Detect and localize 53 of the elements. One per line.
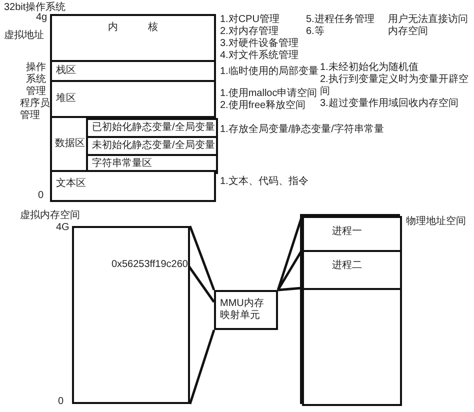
region-label: 程序员管理 xyxy=(20,98,51,122)
segment-label: 内核 xyxy=(107,22,188,34)
data-segment xyxy=(50,116,216,172)
connector-line xyxy=(188,226,216,290)
address-text: 0x56253ff19c260 xyxy=(102,258,188,272)
note-text: 用户无法直接访问内存空间 xyxy=(388,14,469,38)
segment-label: 栈区 xyxy=(56,65,76,77)
connector-line xyxy=(278,286,302,292)
note-text: 2.执行到变量定义时为变量开辟空间 xyxy=(320,74,470,98)
note-text: 1.对CPU管理 xyxy=(220,14,280,26)
note-text: 6.等 xyxy=(306,26,324,38)
note-text: 3.超过变量作用域回收内存空间 xyxy=(320,98,458,110)
process-segment xyxy=(302,250,402,290)
title-text: 32bit操作系统 xyxy=(4,2,66,13)
axis-title: 物理地址空间 xyxy=(406,216,466,228)
address-label: 4G xyxy=(56,222,70,234)
connector-line xyxy=(188,330,216,404)
physical-memory-box xyxy=(300,214,400,404)
note-text: 3.对硬件设备管理 xyxy=(220,38,298,50)
axis-title: 虚拟内存空间 xyxy=(20,210,80,222)
segment-label: 字符串常量区 xyxy=(92,158,152,170)
process-label: 进程一 xyxy=(332,226,362,238)
mmu-box xyxy=(214,290,278,330)
address-label: 0 xyxy=(58,396,64,408)
text-segment xyxy=(50,170,216,202)
note-text: 1.临时使用的局部变量 xyxy=(220,66,318,78)
note-text: 4.对文件系统管理 xyxy=(220,50,298,62)
segment-label: 堆区 xyxy=(56,93,76,105)
process-segment xyxy=(302,216,402,252)
process-label: 进程二 xyxy=(332,260,362,272)
note-text: 5.进程任务管理 xyxy=(306,14,374,26)
unit-label: MMU内存映射单元 xyxy=(220,298,265,322)
segment-label: 已初始化静态变量/全局变量 xyxy=(92,122,215,134)
segment-label: 数据区 xyxy=(55,138,85,150)
memory-segment xyxy=(302,288,402,406)
heap-segment xyxy=(50,80,216,118)
data-subsegment xyxy=(86,118,218,138)
virtual-memory-box xyxy=(72,226,190,404)
kernel-segment xyxy=(50,14,216,62)
segment-label: 文本区 xyxy=(56,178,86,190)
note-text: 2.对内存管理 xyxy=(220,26,278,38)
address-label: 4g xyxy=(36,12,48,24)
region-label: 操作系统管理 xyxy=(26,62,47,98)
note-text: 1.使用malloc申请空间 xyxy=(220,88,318,100)
note-text: 1.未经初始化为随机值 xyxy=(320,62,418,74)
axis-title: 虚拟地址 xyxy=(4,30,44,42)
segment-label: 未初始化静态变量/全局变量 xyxy=(92,140,215,152)
stack-segment xyxy=(50,60,216,82)
data-subsegment xyxy=(86,136,218,156)
note-text: 1.文本、代码、指令 xyxy=(220,176,308,188)
note-text: 2.使用free释放空间 xyxy=(220,100,306,112)
address-label: 0 xyxy=(38,190,44,202)
note-text: 1.存放全局变量/静态变量/字符串常量 xyxy=(220,124,384,136)
